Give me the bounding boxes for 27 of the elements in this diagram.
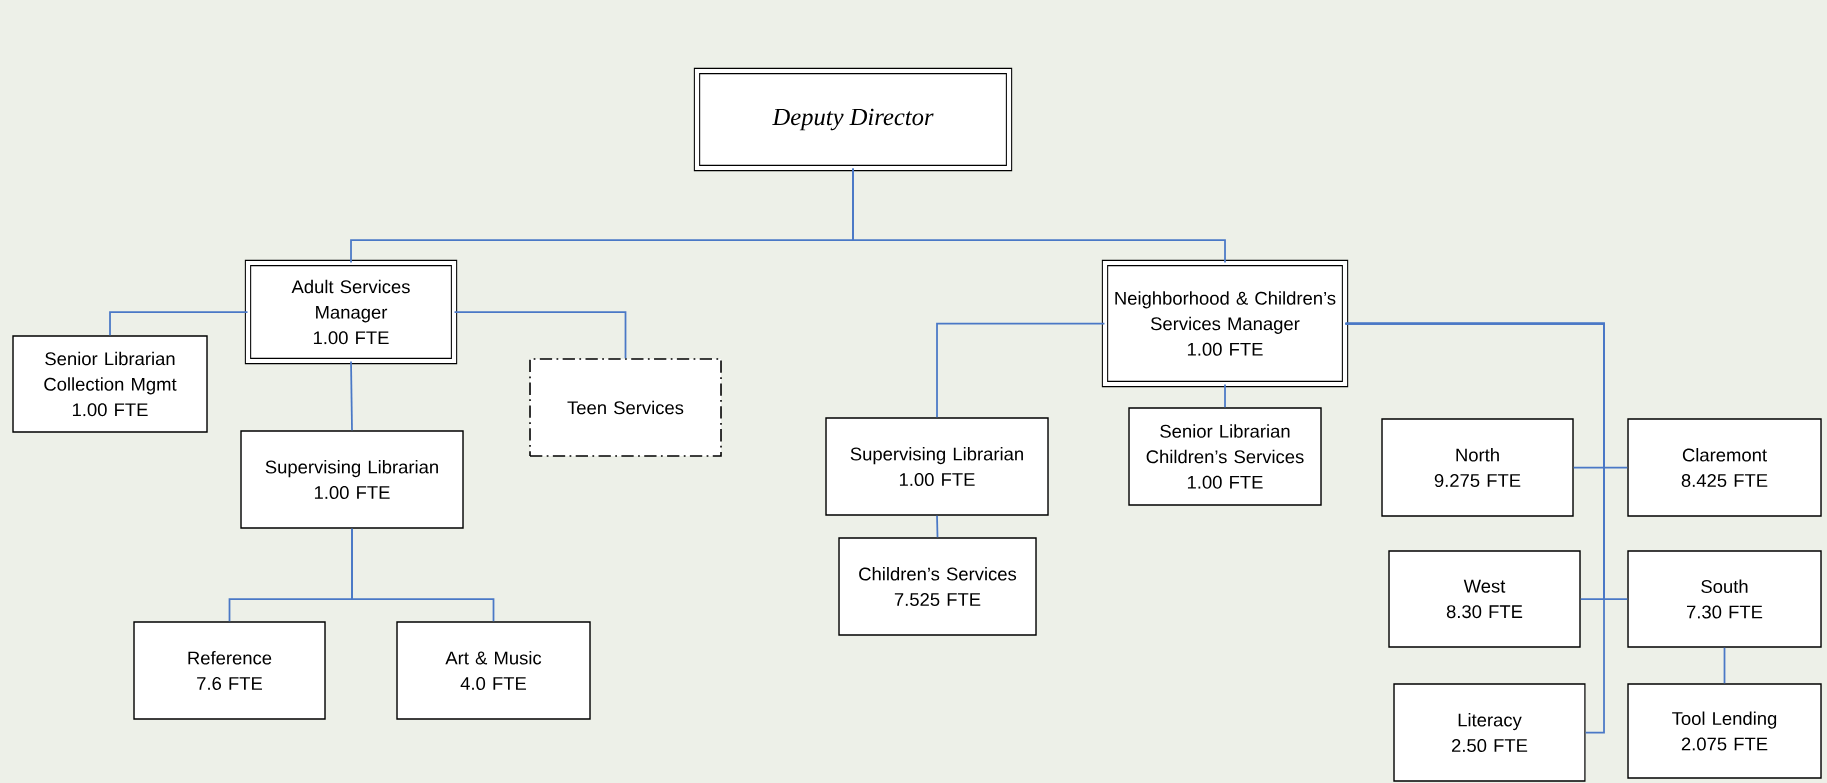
org-box: Supervising Librarian 1.00 FTE <box>240 430 464 529</box>
org-box: Tool Lending 2.075 FTE <box>1627 683 1822 779</box>
org-box: Art & Music 4.0 FTE <box>396 621 591 720</box>
org-box: South 7.30 FTE <box>1627 550 1822 648</box>
connector-line <box>1344 322 1605 734</box>
manager-box: Neighborhood & Children’s Services Manager 1.00 FTE <box>1101 259 1349 388</box>
connector-line <box>852 167 1226 264</box>
org-box: North 9.275 FTE <box>1381 418 1574 517</box>
connector-line <box>350 360 353 432</box>
connector-line <box>1224 383 1226 409</box>
connector-line <box>453 311 627 360</box>
org-box: Teen Services <box>529 358 722 457</box>
connector-line <box>351 527 495 623</box>
title-box: Deputy Director <box>693 67 1013 172</box>
connector-line <box>936 322 1106 419</box>
org-box: Literacy 2.50 FTE <box>1393 683 1586 782</box>
connector-line <box>109 311 249 337</box>
org-box: Senior Librarian Children’s Services 1.00 FTE <box>1128 407 1322 506</box>
org-box: Claremont 8.425 FTE <box>1627 418 1822 517</box>
org-box: Supervising Librarian 1.00 FTE <box>825 417 1049 516</box>
connector-line <box>1723 646 1726 685</box>
org-box: Reference 7.6 FTE <box>133 621 326 720</box>
org-box: Children’s Services 7.525 FTE <box>838 537 1037 636</box>
connector-line <box>936 514 939 539</box>
org-box: West 8.30 FTE <box>1388 550 1581 648</box>
org-box: Senior Librarian Collection Mgmt 1.00 FTE <box>12 335 208 433</box>
manager-box: Adult Services Manager 1.00 FTE <box>244 259 458 365</box>
